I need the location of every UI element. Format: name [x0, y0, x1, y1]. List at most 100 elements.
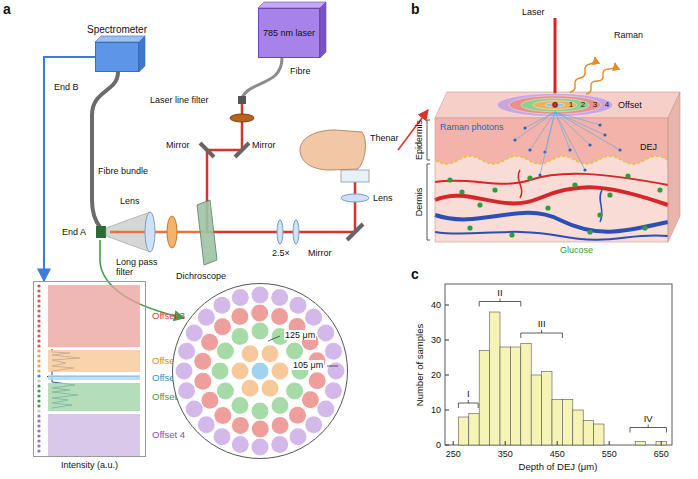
fibre-dot [37, 399, 40, 402]
photon-dot [538, 173, 541, 176]
axis-tick [445, 410, 449, 411]
fibre-core [286, 383, 303, 400]
skin-outline [435, 118, 668, 242]
fibre-core [272, 397, 289, 414]
histogram-bar [594, 424, 604, 445]
fibre-core [290, 297, 307, 314]
glucose-dot [447, 177, 452, 182]
photon-dot [568, 148, 571, 151]
fibre-core [252, 363, 269, 380]
fibre-layout [172, 283, 348, 459]
axis-tick [505, 441, 506, 445]
skin-illustration-part [435, 187, 668, 205]
offset-band: Offset 0 [48, 375, 140, 380]
histogram-bar [542, 372, 552, 446]
fibre-dot [37, 314, 40, 317]
fibre-dot [37, 319, 40, 322]
fibre-core [194, 353, 211, 370]
skin-illustration [427, 18, 680, 242]
offset-ring [533, 101, 577, 110]
photon-path [555, 112, 600, 125]
photon-dot [588, 143, 591, 146]
fibre-core [317, 325, 334, 342]
text-label: Lens [373, 193, 393, 203]
histogram-bar [490, 312, 500, 445]
fibre-core [214, 428, 231, 445]
fibre-core [217, 383, 234, 400]
fibre-core [232, 289, 249, 306]
fibre-core [214, 318, 231, 335]
text-label: 450 [550, 449, 565, 459]
dimension-line [327, 366, 338, 367]
fibre-dot [37, 349, 40, 352]
fibre-core [212, 363, 229, 380]
connector-arrow [44, 57, 95, 281]
optics-part [347, 224, 363, 240]
text-label: 3 [593, 100, 597, 109]
glucose-dot [545, 205, 550, 210]
offset-ring [509, 96, 601, 114]
glucose-dot [657, 187, 662, 192]
group-bracket [630, 425, 666, 433]
dimension-line [268, 336, 280, 341]
fibre-core [201, 334, 218, 351]
text-label: 4 [605, 100, 609, 109]
fibre-dot [37, 339, 40, 342]
text-label: Lens [120, 196, 140, 206]
fibre-core [198, 416, 215, 433]
skin-illustration-part [554, 18, 557, 105]
fibre-core [232, 417, 249, 434]
fibre-cable-part [92, 72, 118, 227]
skin-illustration-part [435, 174, 668, 185]
node-label: Intensity (a.u.) [61, 460, 118, 470]
fibre-dot [37, 289, 40, 292]
fibre-dot [37, 434, 40, 437]
skin-illustration-part [427, 164, 430, 240]
fibre-core [271, 289, 288, 306]
fibre-dot [37, 294, 40, 297]
instrument-box: Spectrometer [95, 42, 139, 72]
photon-path [525, 112, 555, 128]
histogram-bar [479, 351, 489, 446]
group-bracket [479, 299, 521, 307]
fibre-dot [37, 409, 40, 412]
fibre-dot [37, 284, 40, 287]
fibre-core [272, 363, 289, 380]
text-label: III [538, 319, 546, 330]
fibre-core [232, 436, 249, 453]
fibre-dot [37, 419, 40, 422]
axis-tick [453, 441, 454, 445]
text-label: Thenar [370, 133, 399, 143]
photon-dot [583, 168, 586, 171]
optics-part [167, 216, 177, 248]
fibre-dot [37, 354, 40, 357]
text-label: 1 [569, 100, 573, 109]
text-label: 10 [431, 405, 441, 415]
text-label: Laser [522, 7, 545, 17]
fibre-dot [37, 424, 40, 427]
fibre-dot [37, 324, 40, 327]
optics-part [200, 143, 214, 157]
text-label: 0 [553, 100, 557, 109]
text-label: Mirror [252, 140, 276, 150]
text-label: 0 [436, 440, 441, 450]
fibre-dot [37, 309, 40, 312]
fibre-dot [37, 299, 40, 302]
skin-illustration-part [435, 213, 668, 232]
fibre-core [198, 309, 215, 326]
fibre-cable-part [242, 58, 282, 98]
fibre-core [272, 417, 289, 434]
glucose-dot [509, 232, 514, 237]
plot-frame [445, 284, 672, 445]
fibre-core [252, 439, 269, 456]
optics-part [145, 212, 155, 252]
photon-dot [618, 148, 621, 151]
histogram-bar [573, 410, 583, 445]
glucose-dot [492, 187, 497, 192]
text-label: Depth of DEJ (μm) [519, 462, 598, 473]
text-label: 2 [581, 100, 585, 109]
offset-label: Offset 3 [152, 311, 185, 322]
text-label: Raman photons [440, 122, 504, 132]
text-label: Dichroscope [176, 271, 226, 281]
fibre-core [251, 305, 268, 322]
